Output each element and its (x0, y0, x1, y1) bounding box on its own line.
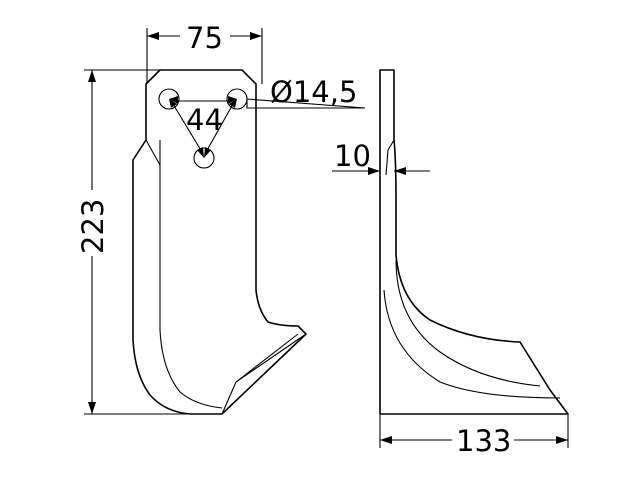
front-view-tip-edge (221, 333, 307, 415)
front-view-bevel-line (145, 139, 161, 166)
thickness-label: 10 (334, 139, 371, 173)
thickness-arrow-right (394, 167, 406, 175)
depth-arrow-left (380, 436, 392, 444)
height-label: 223 (76, 199, 110, 254)
height-arrow-bottom (88, 402, 96, 414)
hole-spacing-arrow-top-r (229, 99, 237, 108)
width-arrow-left (147, 32, 159, 40)
height-arrow-top (88, 70, 96, 82)
width-label: 75 (186, 21, 223, 55)
hole-spacing-arrow-top-l (169, 99, 177, 108)
thickness-arrow-left (368, 167, 380, 175)
hole-spacing-arrow-bottom-r (204, 147, 211, 158)
front-view-cutting-edge (235, 333, 299, 383)
mounting-hole-bottom (193, 147, 215, 169)
side-view-inner-curve (395, 259, 541, 387)
width-label-bg (180, 20, 230, 52)
mounting-hole-left (158, 88, 180, 110)
hole-diameter-leader (246, 98, 366, 109)
side-view: 10 133 (332, 69, 569, 458)
side-view-blade-outline (379, 69, 569, 415)
hole-spacing-arrow-right (228, 96, 237, 104)
hole-spacing-triangle (172, 100, 236, 153)
hole-spacing-arrow-left (169, 96, 178, 104)
front-view-top-bevel (145, 69, 257, 85)
depth-label-bg (452, 423, 514, 455)
hole-diameter-label: Ø14,5 (270, 75, 357, 109)
hole-spacing-arrow-bottom-l (197, 147, 204, 158)
front-view: 44 Ø14,5 75 223 (74, 20, 366, 415)
side-view-bevel (385, 139, 395, 176)
width-arrow-right (250, 32, 262, 40)
height-label-bg (74, 190, 110, 256)
hole-spacing-label: 44 (186, 103, 223, 137)
front-view-inner-edge (159, 140, 223, 409)
side-view-lower-curve (383, 289, 561, 399)
depth-arrow-right (556, 436, 568, 444)
depth-label: 133 (456, 424, 511, 458)
